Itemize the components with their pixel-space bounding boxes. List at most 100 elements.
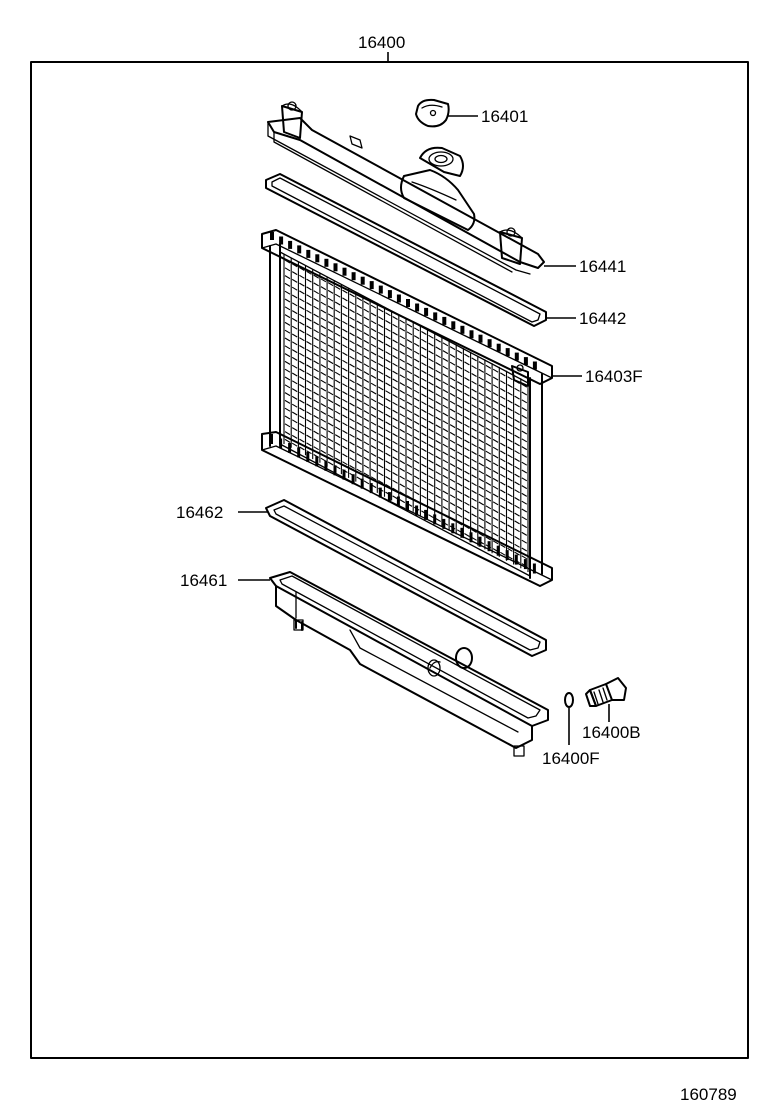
core-fin [334, 317, 341, 322]
core-fin [449, 502, 456, 507]
core-fin [442, 513, 449, 518]
core-fin [363, 433, 370, 438]
core-fin [363, 394, 370, 399]
core-fin [492, 415, 499, 420]
header-tab [306, 249, 311, 258]
label-16400B: 16400B [582, 723, 641, 742]
core-fin [492, 524, 499, 529]
core-fin [392, 347, 398, 352]
core-fin [421, 487, 427, 491]
core-fin [378, 316, 384, 321]
core-fin [435, 518, 441, 522]
core-fin [291, 419, 298, 424]
core-fin [327, 375, 334, 380]
core-fin [471, 396, 477, 401]
core-fin [485, 528, 492, 533]
core-fin [306, 294, 312, 299]
core-fin [299, 313, 305, 318]
core-fin [485, 536, 492, 541]
core-fin [521, 477, 528, 482]
core-fin [363, 449, 370, 454]
core-fin [284, 399, 291, 404]
core-fin [327, 305, 334, 310]
core-fin [500, 372, 506, 377]
core-fin [471, 529, 477, 533]
header-tab [324, 460, 328, 471]
core-fin [334, 449, 341, 454]
core-fin [342, 383, 348, 388]
core-fin [492, 446, 499, 451]
core-fin [399, 413, 406, 418]
core-fin [500, 505, 506, 509]
core-fin [342, 344, 348, 349]
core-fin [435, 362, 441, 366]
core-fin [306, 302, 312, 306]
core-fin [334, 402, 341, 407]
header-tab [514, 554, 518, 565]
core-fin [507, 508, 513, 513]
core-fin [392, 386, 398, 391]
core-fin [507, 391, 513, 396]
core-fin [478, 532, 485, 537]
core-fin [471, 404, 477, 409]
core-fin [485, 497, 492, 502]
core-fin [342, 367, 348, 372]
core-fin [385, 382, 391, 387]
core-fin [507, 423, 513, 427]
core-fin [356, 421, 363, 426]
core-fin [521, 555, 528, 560]
core-fin [327, 313, 334, 318]
core-fin [492, 485, 499, 490]
core-fin [320, 293, 327, 298]
core-fin [492, 407, 499, 412]
core-fin [471, 365, 477, 370]
core-fin [306, 364, 312, 369]
core-fin [478, 361, 485, 366]
core-fin [334, 332, 341, 337]
core-fin [456, 466, 463, 471]
core-fin [464, 486, 470, 491]
core-fin [500, 388, 506, 392]
core-fin [342, 375, 348, 380]
core-fin [378, 464, 384, 469]
core-fin [507, 532, 513, 537]
core-fin [313, 383, 319, 388]
core-fin [399, 389, 406, 394]
core-fin [478, 400, 485, 405]
core-fin [514, 426, 520, 431]
core-fin [385, 413, 391, 418]
core-fin [378, 456, 384, 461]
header-tab [478, 334, 483, 343]
core-fin [392, 378, 398, 383]
core-fin [521, 430, 528, 435]
core-fin [284, 438, 291, 443]
core-fin [306, 395, 312, 400]
core-fin [399, 335, 406, 340]
header-tab [270, 434, 273, 444]
core-fin [320, 325, 327, 330]
core-fin [435, 440, 441, 444]
core-fin [456, 349, 463, 354]
core-fin [349, 394, 355, 399]
core-fin [378, 425, 384, 430]
header-tab [487, 339, 492, 348]
core-fin [370, 406, 377, 411]
core-fin [363, 355, 370, 360]
core-fin [421, 401, 427, 406]
core-fin [500, 411, 506, 416]
core-fin [334, 379, 341, 384]
core-fin [442, 506, 449, 511]
core-fin [442, 474, 449, 479]
core-fin [363, 347, 370, 352]
core-fin [342, 461, 348, 466]
core-fin [514, 395, 520, 400]
core-fin [356, 390, 363, 395]
core-fin [378, 370, 384, 375]
upper-tank [267, 101, 545, 275]
core-fin [334, 371, 341, 376]
core-fin [320, 356, 327, 361]
core-fin [507, 524, 513, 529]
core-fin [378, 402, 384, 406]
core-fin [385, 476, 391, 480]
